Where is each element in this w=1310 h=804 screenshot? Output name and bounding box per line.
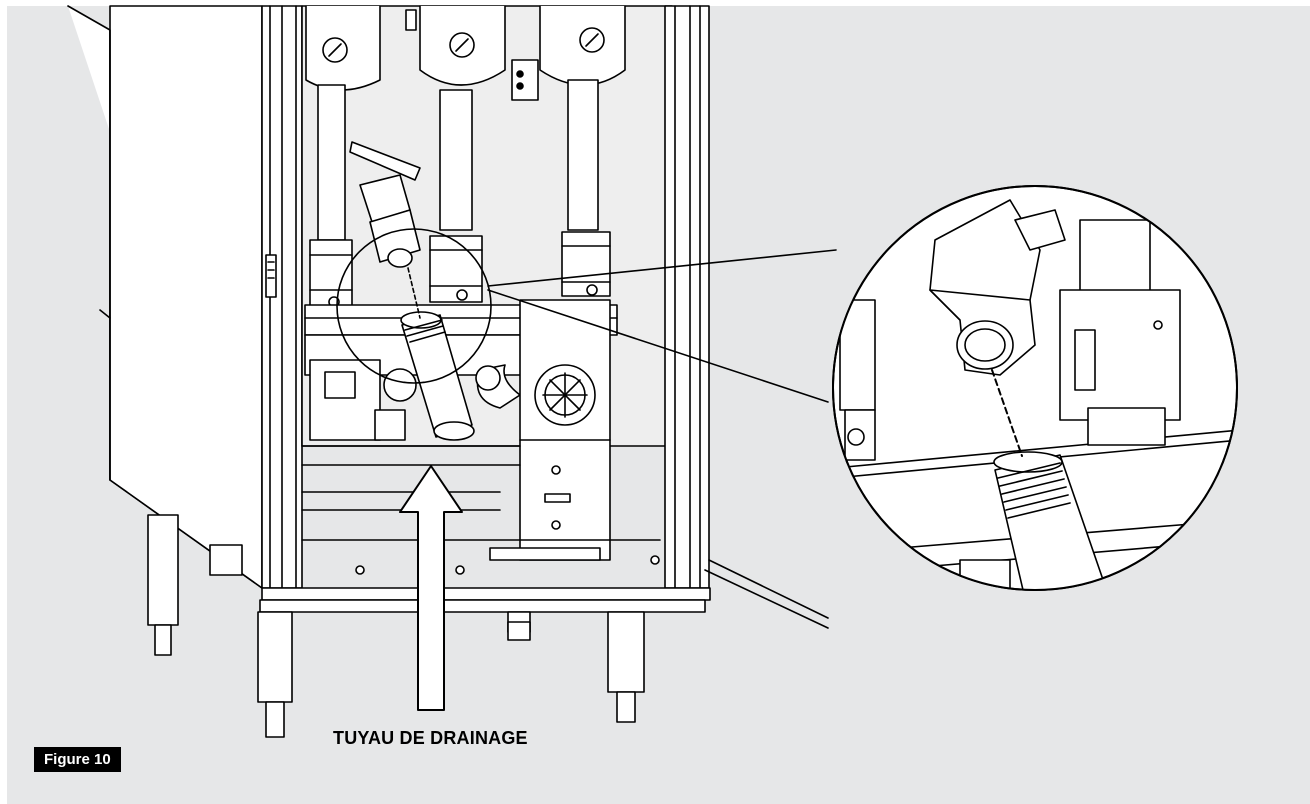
- leader-line-top: [487, 249, 837, 287]
- cabinet-left-side: [67, 5, 263, 589]
- cylinders: [305, 5, 626, 101]
- hoses: [317, 79, 599, 241]
- lower-components: [309, 359, 521, 441]
- pointer-arrow: [399, 465, 463, 711]
- door-frame-left: [261, 5, 303, 589]
- drain-pipe-label: TUYAU DE DRAINAGE: [333, 728, 528, 748]
- base-shelves: [259, 445, 711, 613]
- mounting-bracket: [489, 299, 611, 561]
- legs: [147, 514, 645, 738]
- door-frame-right: [664, 5, 829, 629]
- detail-circle-small: [336, 228, 492, 384]
- detail-view: [832, 185, 1238, 591]
- drain-valve: [349, 141, 421, 268]
- leader-line-bottom: [487, 289, 829, 403]
- alignment-dashed-line: [407, 267, 421, 319]
- figure-number-tag: Figure 10: [34, 747, 121, 772]
- drain-pipe: [400, 311, 475, 441]
